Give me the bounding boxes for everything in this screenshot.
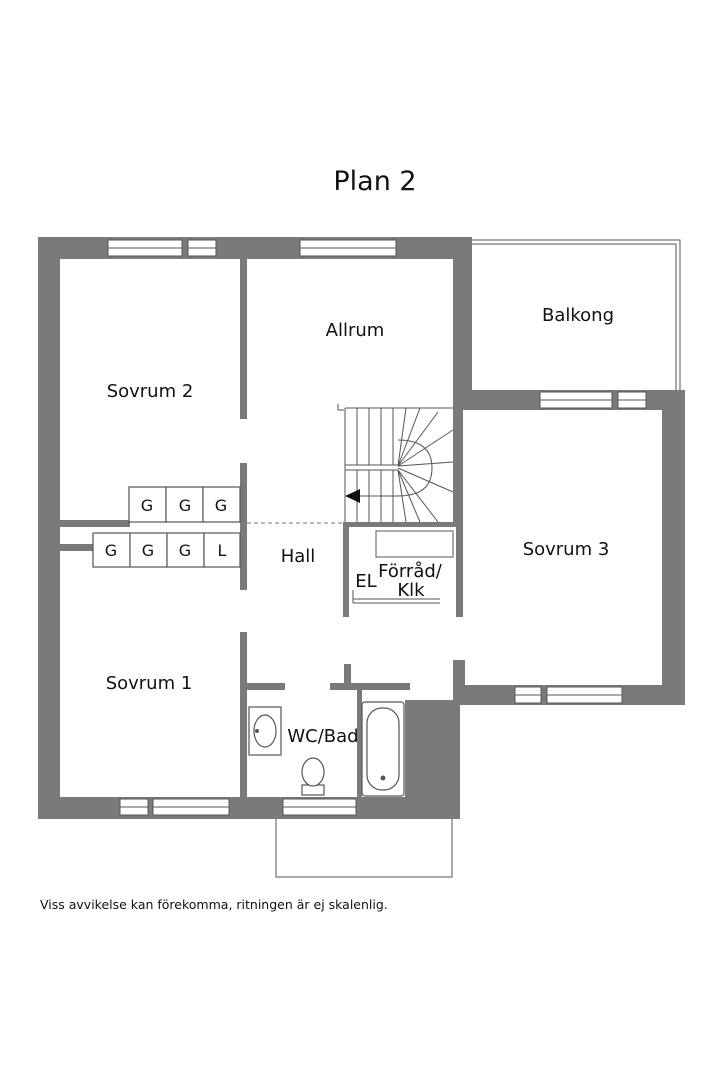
staircase — [337, 404, 454, 523]
room-label-sovrum-3: Sovrum 3 — [523, 539, 610, 560]
room-label-sovrum-2: Sovrum 2 — [107, 381, 194, 402]
bathroom-fixtures — [248, 701, 405, 797]
room-label-klk: Klk — [397, 580, 425, 601]
closet-label: L — [218, 541, 227, 560]
closet-label: G — [179, 541, 191, 560]
closets-upper: G G G — [128, 486, 241, 523]
stair-arrow-icon — [345, 489, 360, 503]
closet-label: G — [105, 541, 117, 560]
room-label-allrum: Allrum — [326, 320, 385, 341]
entrance-outline — [275, 819, 453, 878]
room-label-balkong: Balkong — [542, 305, 614, 326]
room-label-el: EL — [355, 571, 376, 592]
closet-label: G — [141, 496, 153, 515]
footnote: Viss avvikelse kan förekomma, ritningen … — [40, 897, 388, 912]
room-label-hall: Hall — [281, 546, 316, 567]
room-label-forrad: Förråd/ — [378, 561, 443, 582]
balcony-outline — [472, 239, 681, 390]
closets-lower: G G G L — [92, 532, 241, 568]
storage-area — [352, 530, 454, 604]
room-label-sovrum-1: Sovrum 1 — [106, 673, 193, 694]
interior-walls — [60, 259, 463, 797]
windows — [107, 239, 647, 816]
closet-label: G — [215, 496, 227, 515]
closet-label: G — [179, 496, 191, 515]
plan-title: Plan 2 — [333, 166, 416, 197]
room-label-wc-bad: WC/Bad — [287, 726, 358, 747]
closet-label: G — [142, 541, 154, 560]
